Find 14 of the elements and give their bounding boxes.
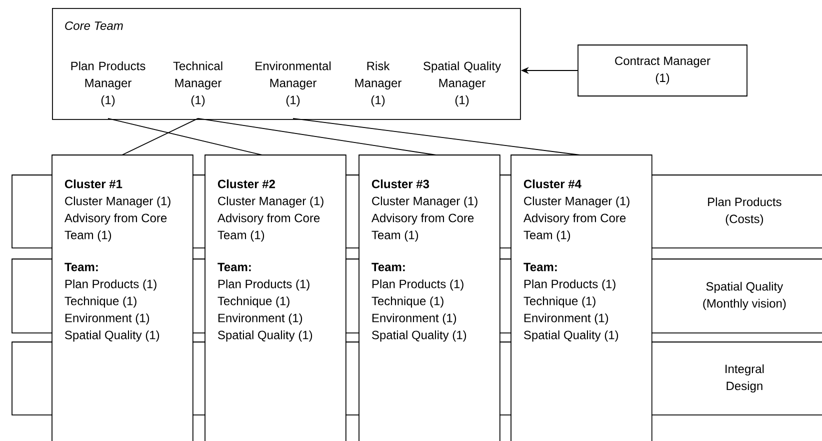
cluster-box: Cluster #1 Cluster Manager (1) Advisory from Core Team (1) Team: Plan Products (1) Technique (1) Environment (1) Spatial Quality (1) bbox=[52, 154, 194, 441]
cluster-box: Cluster #4 Cluster Manager (1) Advisory from Core Team (1) Team: Plan Products (1) Technique (1) Environment (1) Spatial Quality (1) bbox=[510, 154, 652, 441]
role-label: Technical Manager (1) bbox=[173, 61, 222, 107]
connector-line bbox=[122, 118, 198, 156]
connector-line bbox=[108, 118, 262, 156]
role-label: Spatial Quality Manager (1) bbox=[424, 61, 501, 107]
connector-line bbox=[198, 118, 436, 156]
role-label: Plan Products Manager (1) bbox=[71, 61, 146, 107]
cluster-box: Cluster #3 Cluster Manager (1) Advisory from Core Team (1) Team: Plan Products (1) Technique (1) Environment (1) Spatial Quality (1) bbox=[358, 154, 500, 441]
connector-line bbox=[292, 118, 580, 156]
role-box: Contract Manager (1) bbox=[578, 44, 748, 96]
cluster-box: Cluster #2 Cluster Manager (1) Advisory from Core Team (1) Team: Plan Products (1) Technique (1) Environment (1) Spatial Quality (1) bbox=[204, 154, 346, 441]
role-label: Environmental Manager (1) bbox=[256, 61, 331, 107]
role-label: Risk Manager (1) bbox=[355, 61, 402, 107]
